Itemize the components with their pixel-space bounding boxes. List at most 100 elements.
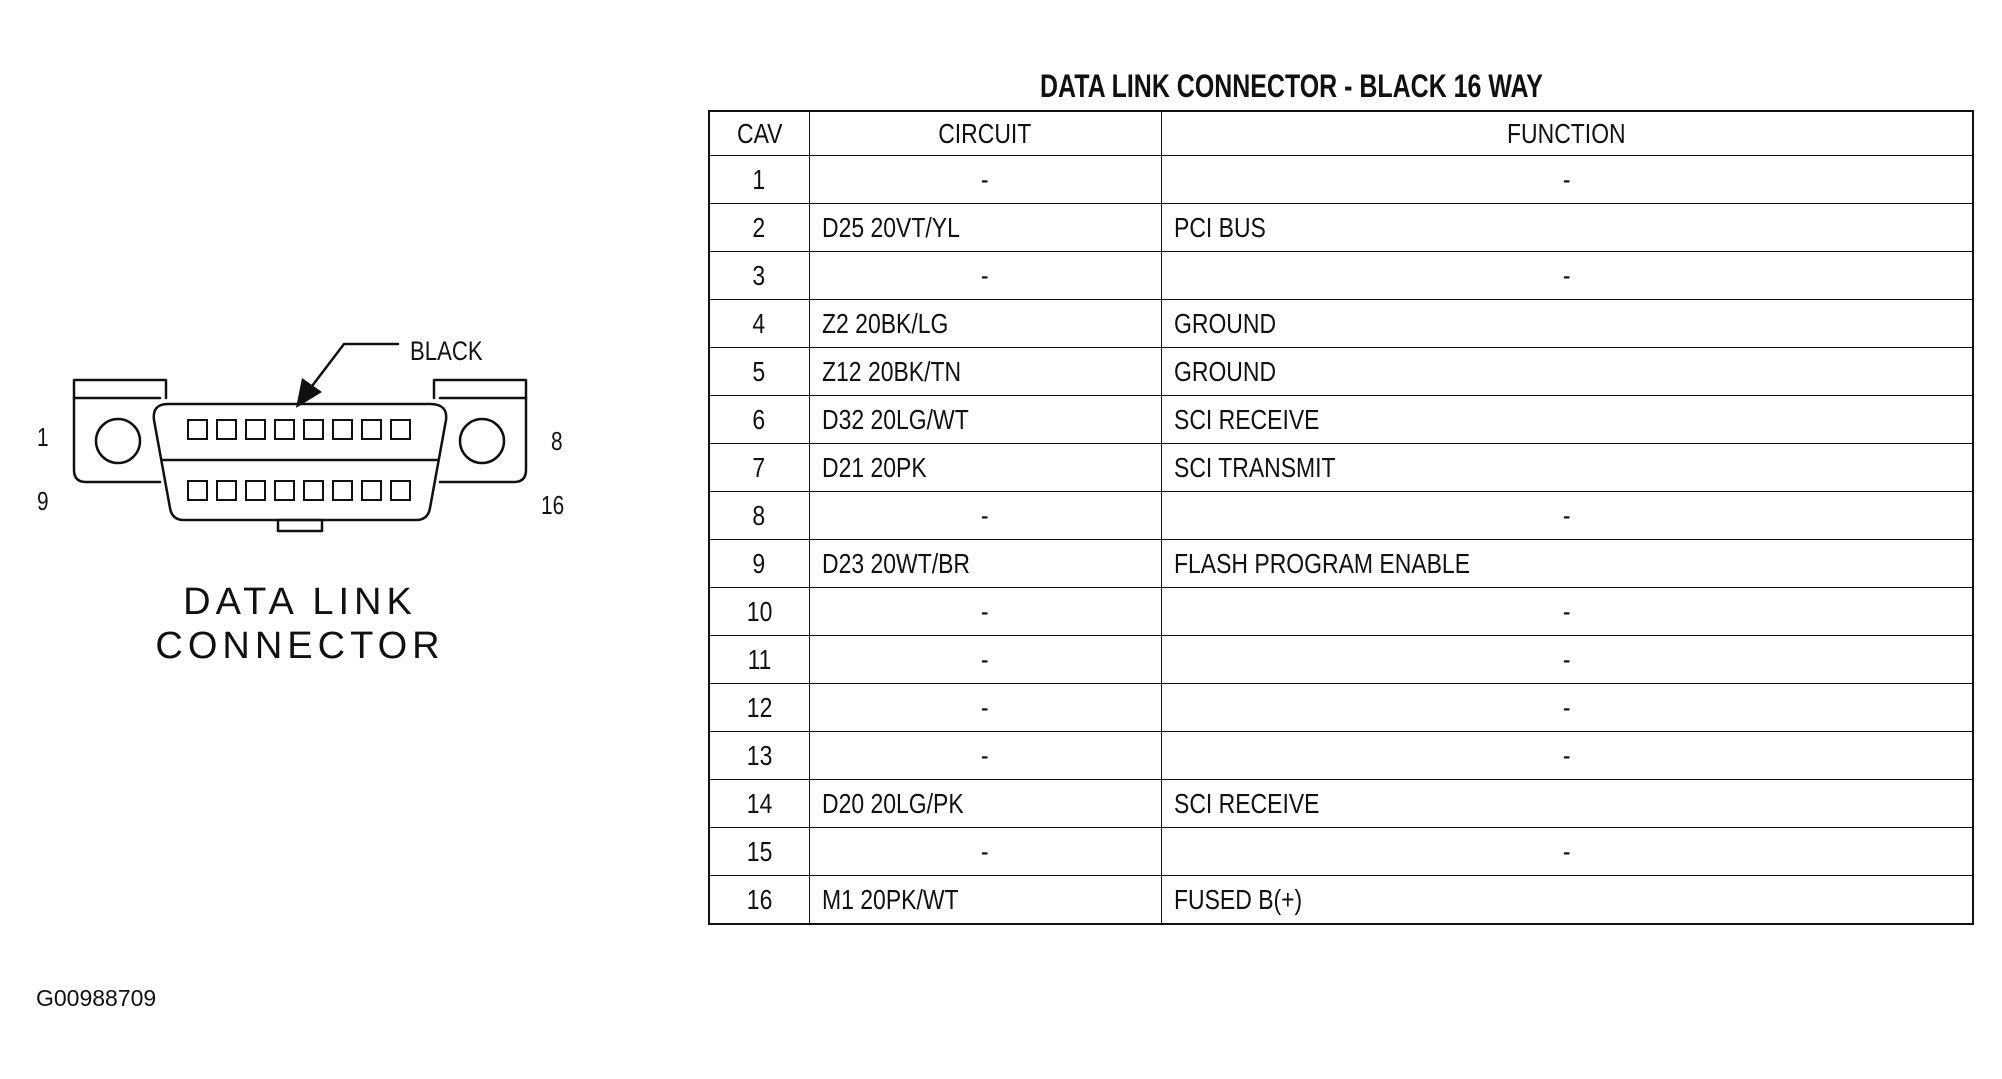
- pin-cavity: [216, 419, 237, 440]
- cell-cav: 12: [708, 683, 810, 732]
- cell-cav: 3: [708, 251, 810, 300]
- pin-cavity: [361, 419, 382, 440]
- pin-label-top-right: 8: [551, 426, 563, 456]
- cell-circuit: D21 20PK: [808, 443, 1162, 492]
- header-circuit: CIRCUIT: [808, 110, 1162, 156]
- left-mount-hole: [94, 417, 142, 465]
- cell-function: -: [1160, 827, 1974, 876]
- pin-cavity: [245, 419, 266, 440]
- pin-cavity: [361, 480, 382, 501]
- cell-function: SCI TRANSMIT: [1160, 443, 1974, 492]
- connector-key: [276, 518, 324, 533]
- pin-row-bottom: [187, 480, 411, 501]
- cell-function: -: [1160, 587, 1974, 636]
- table-row: 12--: [708, 683, 1974, 732]
- pin-cavity: [274, 480, 295, 501]
- table-row: 8--: [708, 491, 1974, 540]
- cell-cav: 15: [708, 827, 810, 876]
- pin-label-bottom-right: 16: [541, 490, 565, 520]
- cell-function: FUSED B(+): [1160, 875, 1974, 925]
- cell-circuit: -: [808, 491, 1162, 540]
- callout-arrowhead: [296, 378, 322, 408]
- cell-cav: 6: [708, 395, 810, 444]
- cell-circuit: -: [808, 683, 1162, 732]
- cell-function: -: [1160, 731, 1974, 780]
- pin-cavity: [187, 419, 208, 440]
- connector-housing: [72, 396, 528, 484]
- pin-row-top: [187, 419, 411, 440]
- cell-circuit: -: [808, 635, 1162, 684]
- cell-function: FLASH PROGRAM ENABLE: [1160, 539, 1974, 588]
- cell-circuit: D20 20LG/PK: [808, 779, 1162, 828]
- cell-cav: 10: [708, 587, 810, 636]
- pin-cavity: [332, 419, 353, 440]
- cell-cav: 8: [708, 491, 810, 540]
- pin-label-bottom-left: 9: [37, 486, 49, 516]
- cell-function: PCI BUS: [1160, 203, 1974, 252]
- cell-circuit: -: [808, 827, 1162, 876]
- pin-cavity: [390, 419, 411, 440]
- figure-id: G00988709: [36, 985, 157, 1011]
- pin-cavity: [216, 480, 237, 501]
- table-row: 3--: [708, 251, 1974, 300]
- cell-cav: 14: [708, 779, 810, 828]
- caption-line-2: CONNECTOR: [155, 625, 445, 668]
- cell-cav: 16: [708, 875, 810, 925]
- cell-cav: 2: [708, 203, 810, 252]
- connector-caption: DATA LINK CONNECTOR: [60, 580, 540, 669]
- table-row: 13--: [708, 731, 1974, 780]
- cell-function: -: [1160, 683, 1974, 732]
- cell-circuit: M1 20PK/WT: [808, 875, 1162, 925]
- header-function: FUNCTION: [1160, 110, 1974, 156]
- cell-function: SCI RECEIVE: [1160, 395, 1974, 444]
- connector-right-tab: [432, 378, 528, 400]
- pin-cavity: [187, 480, 208, 501]
- cell-circuit: D25 20VT/YL: [808, 203, 1162, 252]
- cell-function: SCI RECEIVE: [1160, 779, 1974, 828]
- pin-cavity: [332, 480, 353, 501]
- cell-function: -: [1160, 251, 1974, 300]
- cell-circuit: -: [808, 731, 1162, 780]
- pin-cavity: [245, 480, 266, 501]
- table-row: 10--: [708, 587, 1974, 636]
- cell-cav: 4: [708, 299, 810, 348]
- cell-cav: 5: [708, 347, 810, 396]
- cell-function: -: [1160, 155, 1974, 204]
- pin-cavity: [274, 419, 295, 440]
- table-row: 1--: [708, 155, 1974, 204]
- cell-circuit: -: [808, 587, 1162, 636]
- pin-label-top-left: 1: [37, 422, 49, 452]
- cell-circuit: Z12 20BK/TN: [808, 347, 1162, 396]
- header-cav: CAV: [708, 110, 810, 156]
- table-row: 15--: [708, 827, 1974, 876]
- cell-circuit: D32 20LG/WT: [808, 395, 1162, 444]
- cell-function: -: [1160, 491, 1974, 540]
- connector-left-tab: [72, 378, 168, 400]
- callout-label: BLACK: [410, 336, 483, 366]
- cell-function: GROUND: [1160, 299, 1974, 348]
- table-title: DATA LINK CONNECTOR - BLACK 16 WAY: [1040, 68, 1543, 104]
- pin-cavity: [303, 480, 324, 501]
- cell-cav: 7: [708, 443, 810, 492]
- cell-cav: 9: [708, 539, 810, 588]
- cell-cav: 11: [708, 635, 810, 684]
- cell-function: -: [1160, 635, 1974, 684]
- cell-circuit: D23 20WT/BR: [808, 539, 1162, 588]
- cell-cav: 13: [708, 731, 810, 780]
- table-row: 11--: [708, 635, 1974, 684]
- pin-cavity: [303, 419, 324, 440]
- callout-leader: [304, 342, 400, 396]
- right-mount-hole: [458, 417, 506, 465]
- cell-circuit: -: [808, 155, 1162, 204]
- cell-circuit: -: [808, 251, 1162, 300]
